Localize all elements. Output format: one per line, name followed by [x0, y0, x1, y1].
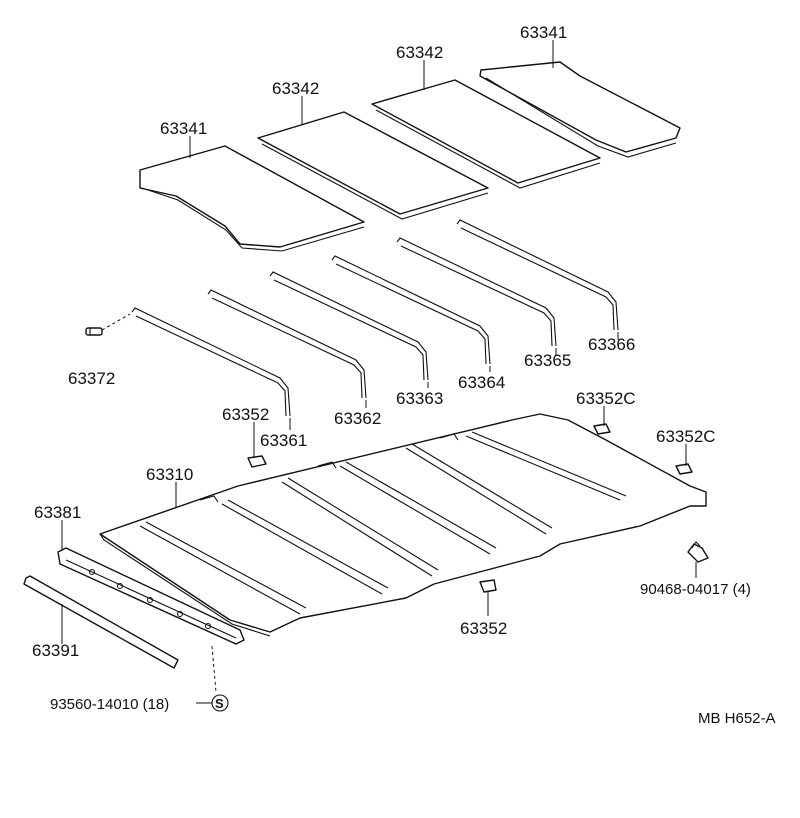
- headlining-63310: [99, 413, 707, 637]
- bow-63366: [456, 219, 619, 331]
- pad-63342-right: [371, 79, 601, 189]
- standard-part-symbol: S: [196, 694, 229, 712]
- svg-text:S: S: [215, 696, 224, 711]
- label-63342-right: 63342: [396, 43, 443, 62]
- bow-63364: [331, 255, 491, 365]
- spacer-63352-bottom: [479, 579, 497, 593]
- label-63310: 63310: [146, 465, 193, 484]
- label-63365: 63365: [524, 351, 571, 370]
- label-63366: 63366: [588, 335, 635, 354]
- spacer-63352c-top: [593, 423, 611, 435]
- leader-lines: [61, 40, 697, 644]
- bow-63361: [131, 307, 291, 417]
- label-63363: 63363: [396, 389, 443, 408]
- retainer-63381: [57, 547, 245, 645]
- bow-63362: [207, 289, 367, 399]
- molding-63391: [23, 575, 179, 669]
- clip-90468: [687, 541, 709, 563]
- label-63352-bottom: 63352: [460, 619, 507, 638]
- label-63341-left: 63341: [160, 119, 207, 138]
- label-63362: 63362: [334, 409, 381, 428]
- bow-63365: [396, 237, 557, 347]
- label-63342-left: 63342: [272, 79, 319, 98]
- label-93560-14010: 93560-14010 (18): [50, 696, 169, 713]
- diagram-code: MB H652-A: [698, 710, 776, 727]
- spacer-63352c-right: [675, 463, 693, 475]
- spacer-63352-top: [247, 455, 267, 468]
- label-63361: 63361: [260, 431, 307, 450]
- pad-63342-left: [257, 111, 489, 220]
- label-63381: 63381: [34, 503, 81, 522]
- label-90468-04017: 90468-04017 (4): [640, 581, 751, 598]
- pad-63341-right: [479, 61, 681, 158]
- label-63372: 63372: [68, 369, 115, 388]
- label-63352-top: 63352: [222, 405, 269, 424]
- screw-leader: [211, 645, 217, 693]
- bow-63363: [269, 271, 429, 381]
- label-63391: 63391: [32, 641, 79, 660]
- label-63341-right: 63341: [520, 23, 567, 42]
- label-63364: 63364: [458, 373, 505, 392]
- label-63352c-right: 63352C: [656, 427, 716, 446]
- label-63352c-top: 63352C: [576, 389, 636, 408]
- pad-63341-left: [139, 145, 365, 252]
- clip-63372: [85, 313, 131, 336]
